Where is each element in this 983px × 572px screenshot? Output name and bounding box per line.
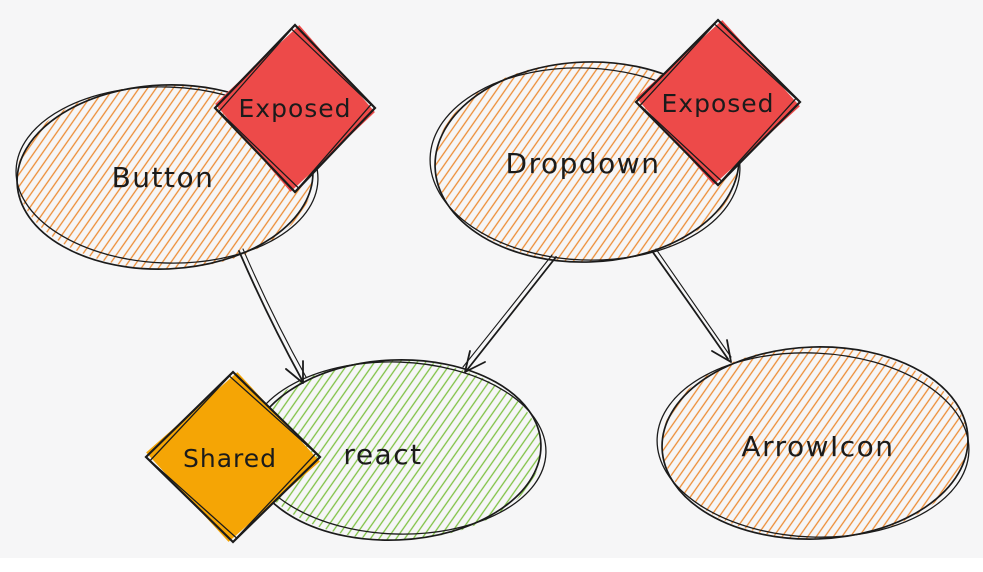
edge-dropdown-react-arrowhead bbox=[464, 350, 486, 373]
badge-shared-react-outline bbox=[144, 370, 322, 544]
node-dropdown-label: Dropdown bbox=[506, 147, 661, 180]
node-arrowicon-outline2 bbox=[656, 352, 970, 538]
edge-dropdown-arrowicon-line bbox=[651, 250, 729, 360]
badge-shared-react[interactable]: Shared bbox=[142, 368, 325, 547]
badge-exposed-dropdown[interactable]: Exposed bbox=[632, 16, 804, 189]
edge-button-react-line2 bbox=[242, 248, 307, 378]
badge-exposed-dropdown-label: Exposed bbox=[661, 89, 774, 118]
edge-button-react-arrowhead bbox=[285, 360, 304, 384]
edge-button-react-line bbox=[238, 250, 303, 381]
node-dropdown-outline2 bbox=[429, 67, 741, 261]
edge-dropdown-react[interactable] bbox=[462, 254, 557, 373]
node-arrowicon[interactable]: ArrowIcon bbox=[653, 342, 973, 545]
badge-exposed-button[interactable]: Exposed bbox=[211, 21, 380, 196]
badge-exposed-button-outline2 bbox=[218, 28, 372, 189]
edge-dropdown-react-line2 bbox=[462, 254, 553, 368]
badge-exposed-button-label: Exposed bbox=[238, 94, 351, 123]
edge-dropdown-arrowicon-line2 bbox=[655, 248, 732, 358]
badge-exposed-dropdown-outline bbox=[634, 18, 802, 187]
badge-exposed-button-outline bbox=[213, 23, 377, 194]
node-button-label: Button bbox=[112, 161, 215, 194]
node-arrowicon-fill bbox=[662, 347, 968, 539]
node-react-fill bbox=[249, 360, 541, 540]
edge-button-react[interactable] bbox=[238, 248, 307, 384]
node-arrowicon-label: ArrowIcon bbox=[741, 430, 894, 463]
edge-dropdown-arrowicon[interactable] bbox=[651, 248, 732, 363]
node-react[interactable]: react bbox=[245, 354, 549, 547]
edge-dropdown-arrowicon-arrowhead bbox=[711, 339, 732, 363]
badge-shared-react-label: Shared bbox=[183, 444, 277, 473]
bottom-strip bbox=[0, 558, 983, 572]
edge-dropdown-react-line bbox=[466, 256, 557, 371]
node-react-label: react bbox=[343, 438, 422, 471]
badge-shared-react-outline2 bbox=[149, 375, 317, 539]
badge-exposed-dropdown-outline2 bbox=[639, 23, 797, 182]
node-button-outline2 bbox=[15, 86, 319, 264]
